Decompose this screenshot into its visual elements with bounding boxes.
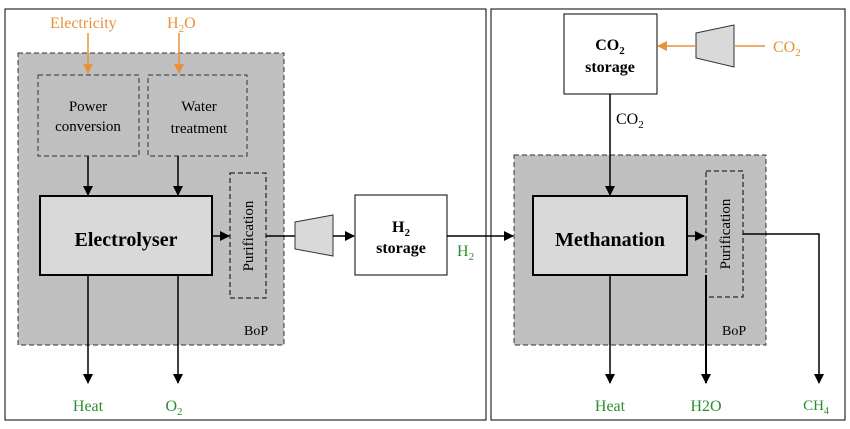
electricity-label: Electricity: [50, 15, 117, 32]
methanation-bop-label: BoP: [722, 324, 746, 339]
power-conversion-label-1: Power: [69, 99, 107, 115]
co2-compressor-icon: [695, 24, 735, 68]
heat-output-label-left: Heat: [73, 398, 104, 415]
h2-compressor-icon: [294, 214, 334, 257]
o2-output-label: O2: [165, 398, 182, 418]
ch4-output-label: CH4: [803, 398, 829, 417]
ch4-output-arrow: [743, 233, 824, 384]
power-conversion-label-2: conversion: [55, 119, 121, 135]
h2o-output-label: H2O: [690, 398, 721, 415]
co2-storage-label-2: storage: [585, 59, 635, 76]
electrolysis-section-frame: [4, 8, 487, 421]
co2-storage-box: [563, 13, 658, 95]
electrolyser-box: [39, 195, 213, 276]
water-input-label: H2O: [167, 15, 196, 35]
co2-input-label: CO2: [773, 39, 801, 59]
co2-storage-label-1: CO2: [595, 37, 625, 57]
methanation-purification-label: Purification: [718, 198, 734, 269]
power-conversion-box: [37, 74, 140, 157]
h2-storage-label-2: storage: [376, 240, 426, 257]
water-treatment-box: [147, 74, 248, 157]
electrolysis-bop-label: BoP: [244, 324, 268, 339]
methanation-section-frame: [490, 8, 846, 421]
electrolysis-purification-box: [229, 172, 267, 299]
methanation-label: Methanation: [555, 229, 665, 251]
co2-flow-label: CO2: [616, 111, 644, 131]
water-treatment-label-1: Water: [181, 99, 216, 115]
heat-output-label-right: Heat: [595, 398, 626, 415]
water-treatment-label-2: treatment: [171, 121, 228, 137]
electrolyser-label: Electrolyser: [75, 229, 178, 251]
h2-flow-label: H2: [457, 243, 474, 263]
electrolysis-purification-label: Purification: [241, 200, 257, 271]
h2-storage-box: [354, 194, 448, 276]
h2-storage-label-1: H2: [392, 219, 410, 239]
